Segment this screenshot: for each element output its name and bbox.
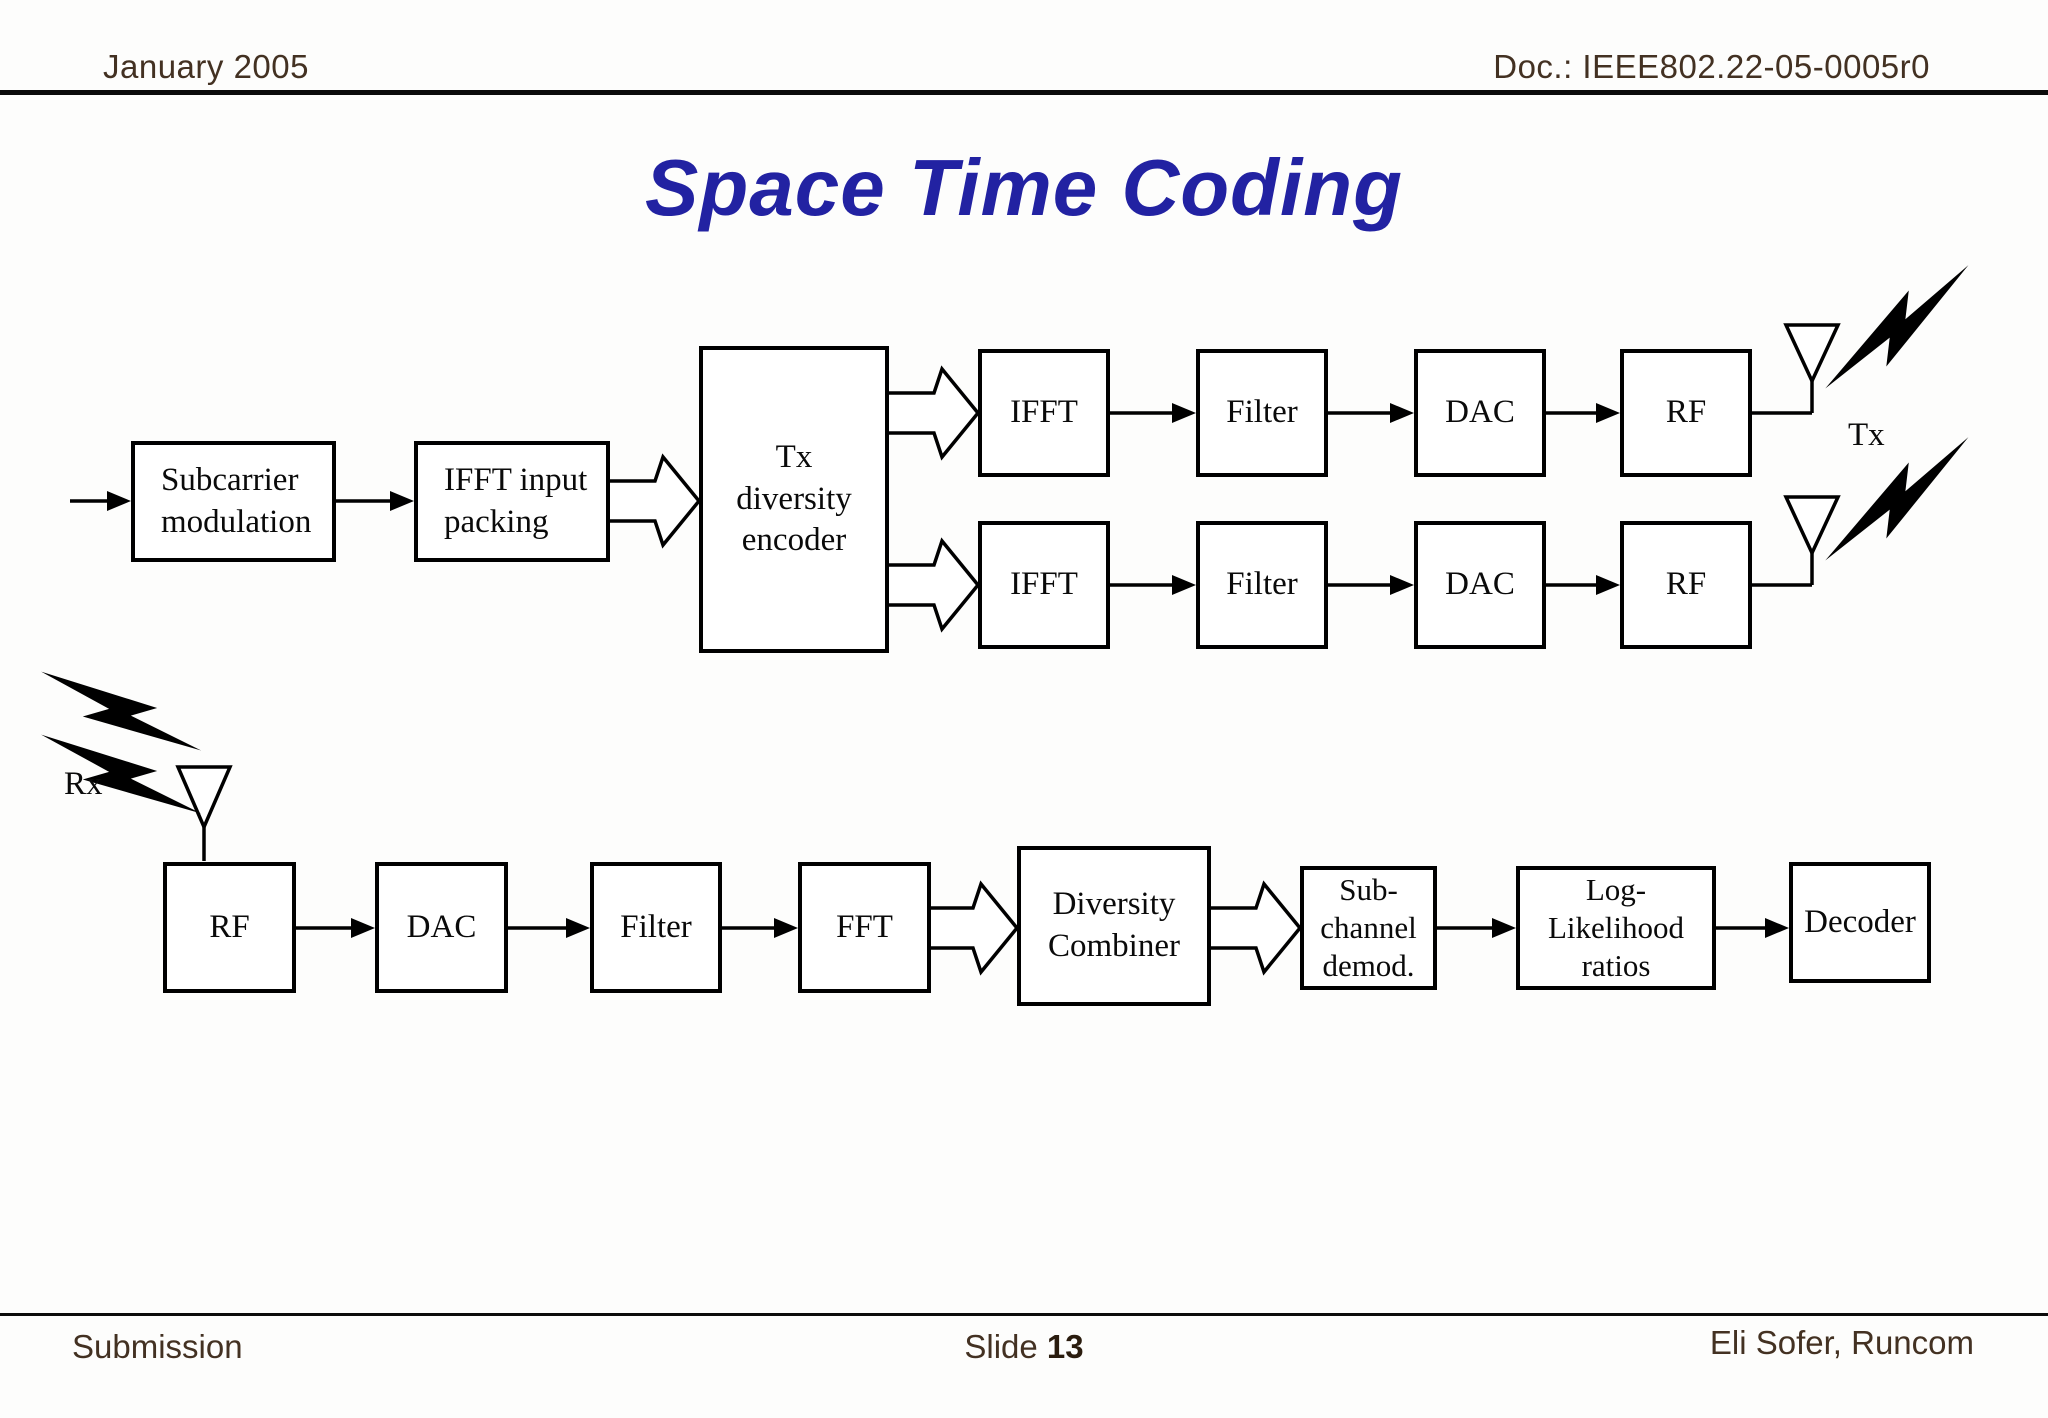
box-line: Filter — [1226, 566, 1298, 603]
box-line: DAC — [1445, 566, 1515, 603]
page-title: Space Time Coding — [645, 143, 1403, 232]
box-line: packing — [444, 503, 549, 540]
arrowhead-filter1 — [1172, 403, 1196, 423]
box-line: Subcarrier — [161, 461, 299, 498]
arrowhead-filter2 — [1172, 575, 1196, 595]
box-line: Decoder — [1804, 903, 1916, 940]
box-diversity-combiner: Diversity Combiner — [1017, 846, 1211, 1006]
arrowhead-dac1 — [1390, 403, 1414, 423]
footer-submission: Submission — [72, 1328, 243, 1365]
box-line: diversity — [736, 480, 852, 517]
box-line: RF — [209, 908, 250, 945]
header-divider — [0, 90, 2048, 95]
tx-lightning-bolt2-icon — [1825, 437, 1969, 561]
box-line: Likelihood — [1547, 910, 1685, 946]
box-line: Diversity — [1052, 886, 1176, 923]
box-rf-branch1: RF — [1620, 349, 1752, 477]
box-rx-dac: DAC — [375, 862, 508, 993]
box-ifft-branch2: IFFT — [978, 521, 1110, 649]
box-line: IFFT — [1010, 566, 1078, 603]
rx-lightning-bolt1-icon — [41, 671, 202, 751]
block-arrow-encoder-to-ifft2 — [889, 537, 981, 633]
arrowhead-dac2 — [1390, 575, 1414, 595]
box-line: encoder — [741, 522, 847, 559]
box-line: Combiner — [1048, 928, 1180, 964]
box-line: Log- — [1585, 872, 1647, 908]
footer-author: Eli Sofer, Runcom — [1709, 1324, 1974, 1361]
arrowhead-llr — [1492, 918, 1516, 938]
box-tx-diversity-encoder: Tx diversity encoder — [699, 346, 889, 653]
slide-label: Slide — [964, 1328, 1047, 1365]
tx-lightning-bolt1-icon — [1825, 265, 1969, 389]
block-arrow-encoder-to-ifft1 — [889, 365, 981, 461]
arrowhead-packing — [390, 491, 414, 511]
box-rx-fft: FFT — [798, 862, 931, 993]
header-doc-number: Doc.: IEEE802.22-05-0005r0 — [1493, 48, 1930, 85]
box-subchannel-demod: Sub- channel demod. — [1300, 866, 1437, 990]
arrowhead-rxdac — [351, 918, 375, 938]
box-ifft-input-packing: IFFT input packing — [414, 441, 610, 562]
slide-number-value: 13 — [1046, 1328, 1084, 1365]
box-dac-branch1: DAC — [1414, 349, 1546, 477]
arrowhead-rxfilter — [566, 918, 590, 938]
block-arrow-fft-to-combiner — [931, 880, 1020, 976]
box-ifft-branch1: IFFT — [978, 349, 1110, 477]
box-line: demod. — [1322, 947, 1415, 983]
rx-antenna-label: Rx — [64, 766, 103, 802]
box-rx-filter: Filter — [590, 862, 722, 993]
block-arrow-combiner-to-demod — [1211, 880, 1303, 976]
tx-antenna1-icon — [1783, 323, 1841, 386]
box-line: IFFT — [1010, 394, 1078, 431]
box-line: FFT — [836, 908, 893, 945]
footer-divider — [0, 1313, 2048, 1316]
box-filter-branch2: Filter — [1196, 521, 1328, 649]
arrowhead-rf1 — [1596, 403, 1620, 423]
box-line: Filter — [620, 908, 692, 945]
box-line: RF — [1665, 566, 1707, 603]
box-line: channel — [1320, 910, 1417, 946]
box-rf-branch2: RF — [1620, 521, 1752, 649]
arrowhead-fft — [774, 918, 798, 938]
footer-slide-number: Slide 13 — [0, 1328, 2048, 1366]
box-line: RF — [1665, 394, 1707, 431]
arrowhead-decoder — [1765, 918, 1789, 938]
box-log-likelihood-ratios: Log- Likelihood ratios — [1516, 866, 1716, 990]
rx-antenna-icon — [175, 765, 233, 832]
tx-antenna2-icon — [1783, 495, 1841, 558]
box-line: Filter — [1226, 394, 1298, 431]
box-filter-branch1: Filter — [1196, 349, 1328, 477]
arrowhead-rf2 — [1596, 575, 1620, 595]
box-line: ratios — [1581, 947, 1651, 983]
box-line: IFFT input — [444, 461, 588, 498]
box-line: DAC — [1445, 394, 1515, 431]
box-line: DAC — [406, 908, 477, 945]
box-line: modulation — [161, 503, 312, 540]
box-decoder: Decoder — [1789, 862, 1931, 983]
box-line: Tx — [775, 439, 813, 476]
rx-lightning-bolt2-icon — [41, 734, 202, 814]
box-dac-branch2: DAC — [1414, 521, 1546, 649]
arrowhead-input — [107, 491, 131, 511]
tx-antenna-label: Tx — [1848, 417, 1885, 453]
box-line: Sub- — [1339, 872, 1398, 908]
box-rx-rf: RF — [163, 862, 296, 993]
block-arrow-packing-to-encoder — [610, 453, 702, 549]
header-date: January 2005 — [103, 48, 309, 85]
box-subcarrier-modulation: Subcarrier modulation — [131, 441, 336, 562]
